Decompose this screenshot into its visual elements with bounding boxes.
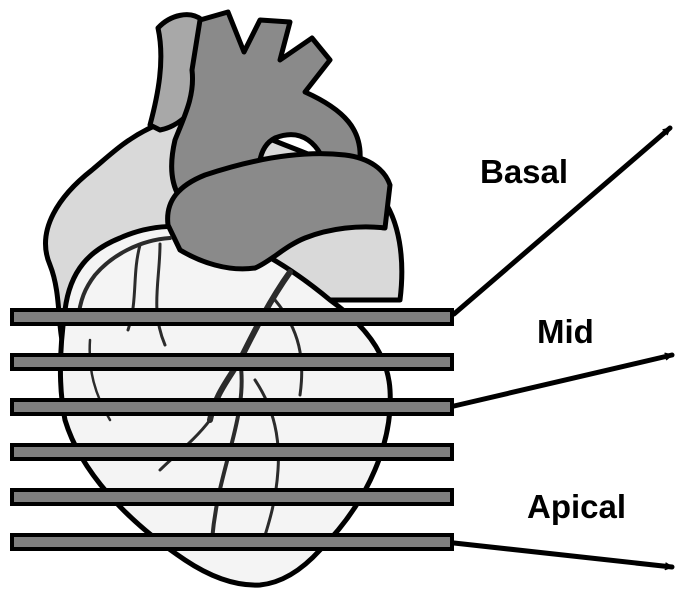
mid-arrow	[454, 355, 672, 406]
slice-plane-2	[12, 355, 452, 369]
mid-label: Mid	[537, 313, 594, 350]
slice-plane-1	[12, 310, 452, 324]
slice-plane-4	[12, 445, 452, 459]
slice-plane-5	[12, 490, 452, 504]
slice-plane-3	[12, 400, 452, 414]
basal-label: Basal	[480, 153, 568, 190]
apical-arrow	[454, 543, 672, 567]
apical-label: Apical	[527, 488, 626, 525]
slice-plane-6	[12, 535, 452, 549]
